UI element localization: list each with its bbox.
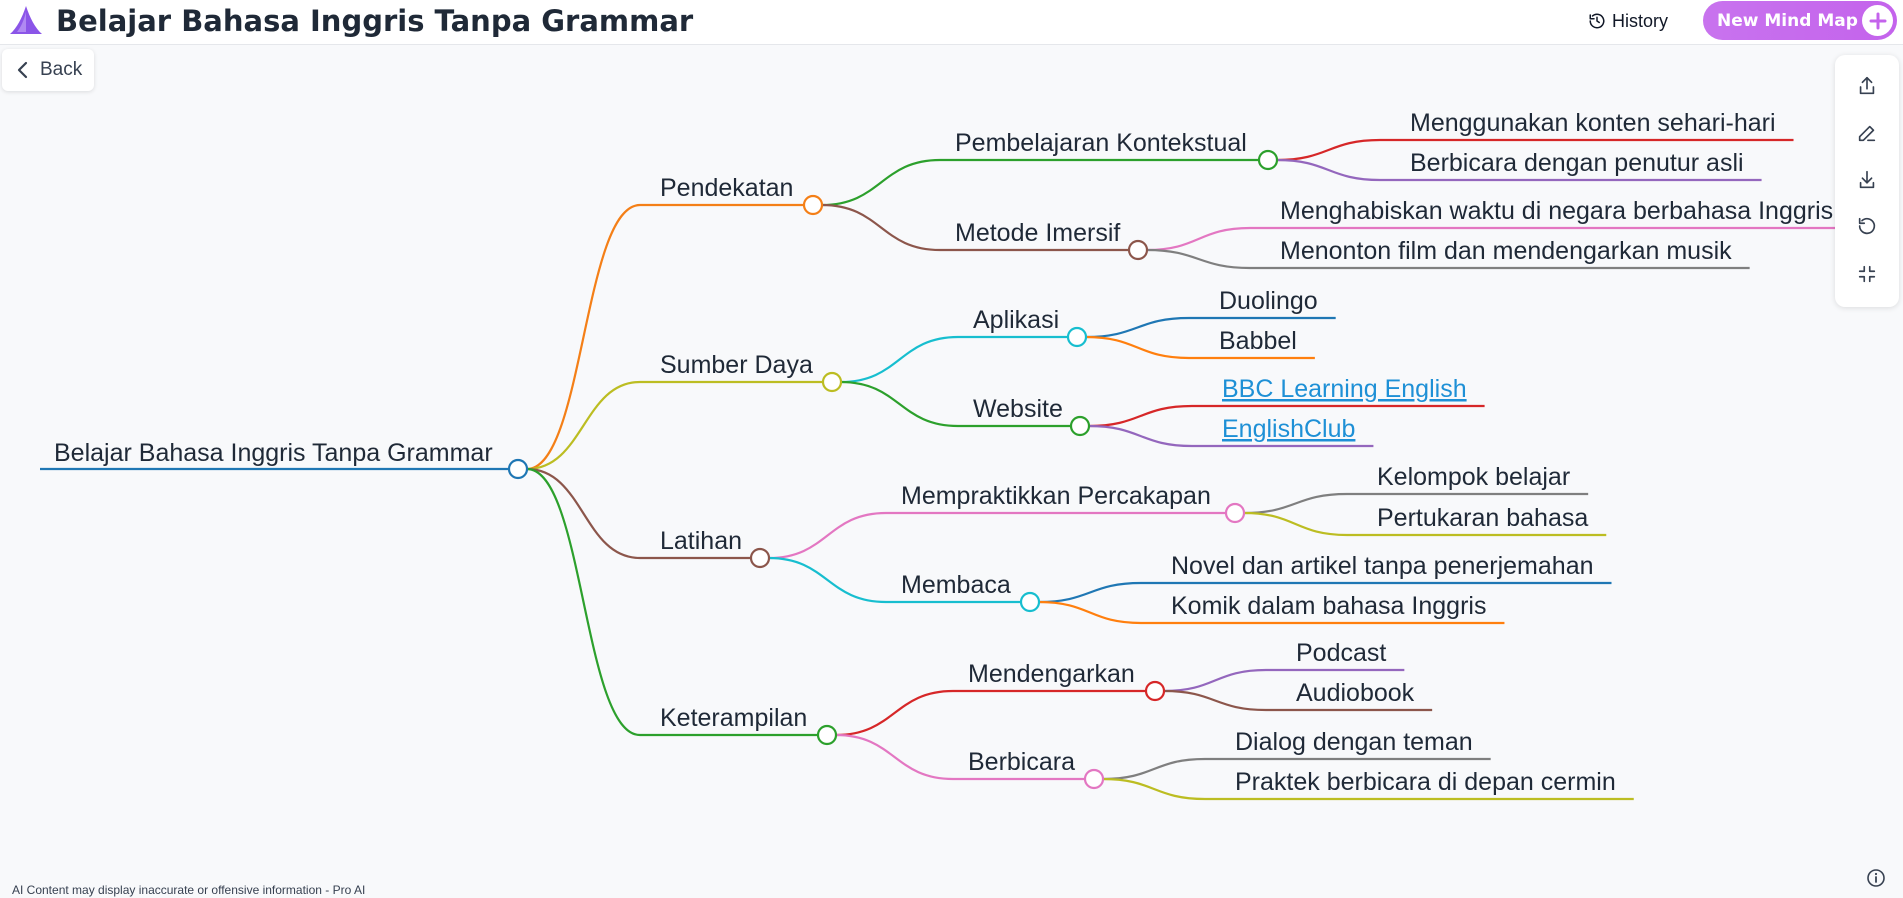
toggle-mendengarkan[interactable] (1144, 680, 1166, 702)
connector-audiobook (1163, 689, 1267, 712)
leaf-berbicara-dengan-penutur-asli: Berbicara dengan penutur asli (1410, 149, 1744, 177)
toggle-root[interactable] (507, 458, 529, 480)
info-icon[interactable] (1866, 868, 1886, 888)
connector-bbc-learning-english (1088, 404, 1193, 428)
edit-button[interactable] (1853, 119, 1881, 147)
topic-mendengarkan: Mendengarkan (968, 660, 1135, 688)
branch-sumber-daya: Sumber Daya (660, 351, 813, 379)
leaf-duolingo: Duolingo (1219, 287, 1318, 315)
mind-map-canvas: Belajar Bahasa Inggris Tanpa Grammar Pend… (40, 109, 1852, 801)
new-mind-map-label: New Mind Map (1717, 10, 1858, 31)
connector-novel-dan-artikel-tanpa-penerjemahan (1038, 581, 1142, 604)
leaf-podcast: Podcast (1296, 639, 1386, 667)
topic-mempraktikkan-percakapan: Mempraktikkan Percakapan (901, 482, 1211, 510)
toggle-berbicara[interactable] (1083, 768, 1105, 790)
root-node-label: Belajar Bahasa Inggris Tanpa Grammar (54, 439, 493, 467)
toggle-pendekatan[interactable] (802, 194, 824, 216)
connector-praktek-berbicara-di-depan-cermin (1102, 777, 1206, 801)
connector-menghabiskan-waktu-di-negara-berbahasa-inggris (1146, 226, 1251, 252)
connector-berbicara-dengan-penutur-asli (1276, 158, 1381, 182)
leaf-menonton-film-dan-mendengarkan-musik: Menonton film dan mendengarkan musik (1280, 237, 1732, 265)
connector-pertukaran-bahasa (1243, 511, 1348, 537)
toggle-website[interactable] (1069, 415, 1091, 437)
reset-icon (1858, 217, 1876, 235)
page-title: Belajar Bahasa Inggris Tanpa Grammar (56, 4, 694, 38)
collapse-button[interactable] (1853, 260, 1881, 288)
toggle-keterampilan[interactable] (816, 724, 838, 746)
connector-menonton-film-dan-mendengarkan-musik (1146, 248, 1251, 270)
branch-pendekatan: Pendekatan (660, 174, 793, 202)
reset-button[interactable] (1853, 212, 1881, 240)
history-label: History (1612, 10, 1669, 31)
topic-website: Website (973, 395, 1063, 423)
leaf-praktek-berbicara-di-depan-cermin: Praktek berbicara di depan cermin (1235, 768, 1616, 796)
share-button[interactable] (1853, 72, 1881, 100)
topic-berbicara: Berbicara (968, 748, 1075, 776)
map-toolbar (1835, 55, 1899, 307)
connector-pembelajaran-kontekstual (821, 158, 941, 207)
download-button[interactable] (1853, 166, 1881, 194)
connector-dialog-dengan-teman (1102, 757, 1206, 781)
connector-latihan (526, 467, 641, 560)
back-label: Back (40, 59, 83, 80)
leaf-menggunakan-konten-sehari-hari: Menggunakan konten sehari-hari (1410, 109, 1776, 137)
toggle-mempraktikkan-percakapan[interactable] (1224, 502, 1246, 524)
history-icon (1589, 13, 1605, 29)
connector-aplikasi (840, 335, 959, 384)
ai-disclaimer: AI Content may display inaccurate or off… (12, 883, 366, 897)
download-icon (1859, 170, 1875, 189)
leaf-dialog-dengan-teman: Dialog dengan teman (1235, 728, 1473, 756)
leaf-menghabiskan-waktu-di-negara-berbahasa-inggris: Menghabiskan waktu di negara berbahasa I… (1280, 197, 1833, 225)
history-button[interactable]: History (1588, 8, 1668, 34)
new-mind-map-button[interactable]: New Mind Map (1703, 1, 1897, 40)
leaf-komik-dalam-bahasa-inggris: Komik dalam bahasa Inggris (1171, 592, 1486, 620)
toggle-latihan[interactable] (749, 547, 771, 569)
app-header: Belajar Bahasa Inggris Tanpa Grammar His… (0, 0, 1903, 45)
connector-komik-dalam-bahasa-inggris (1038, 600, 1142, 625)
share-icon (1859, 76, 1875, 95)
collapse-icon (1858, 265, 1876, 283)
leaf-novel-dan-artikel-tanpa-penerjemahan: Novel dan artikel tanpa penerjemahan (1171, 552, 1594, 580)
connector-metode-imersif (821, 203, 941, 252)
toggle-sumber-daya[interactable] (821, 371, 843, 393)
back-button[interactable]: Back (2, 49, 94, 91)
leaf-pertukaran-bahasa: Pertukaran bahasa (1377, 504, 1588, 532)
topic-aplikasi: Aplikasi (973, 306, 1059, 334)
connector-duolingo (1085, 316, 1190, 339)
connector-pendekatan (526, 203, 641, 471)
connector-membaca (768, 556, 887, 604)
branch-latihan: Latihan (660, 527, 742, 555)
topic-metode-imersif: Metode Imersif (955, 219, 1120, 247)
leaf-babbel: Babbel (1219, 327, 1297, 355)
leaf-englishclub[interactable]: EnglishClub (1222, 415, 1355, 443)
connector-website (840, 380, 959, 428)
logo-icon (10, 6, 42, 34)
connector-menggunakan-konten-sehari-hari (1276, 138, 1381, 162)
toggle-membaca[interactable] (1019, 591, 1041, 613)
toggle-aplikasi[interactable] (1066, 326, 1088, 348)
connector-kelompok-belajar (1243, 492, 1348, 515)
edit-icon (1858, 125, 1876, 142)
leaf-kelompok-belajar: Kelompok belajar (1377, 463, 1570, 491)
connector-mempraktikkan-percakapan (768, 511, 887, 560)
leaf-bbc-learning-english[interactable]: BBC Learning English (1222, 375, 1467, 403)
connector-mendengarkan (835, 689, 954, 737)
leaf-audiobook: Audiobook (1296, 679, 1415, 707)
connector-englishclub (1088, 424, 1193, 448)
connector-keterampilan (526, 467, 641, 737)
connector-podcast (1163, 668, 1267, 693)
chevron-left-icon (17, 61, 28, 79)
connector-babbel (1085, 335, 1190, 360)
connector-sumber-daya (526, 380, 641, 471)
toggle-metode-imersif[interactable] (1127, 239, 1149, 261)
node-layer: Belajar Bahasa Inggris Tanpa Grammar Pend… (54, 109, 1833, 796)
branch-keterampilan: Keterampilan (660, 704, 807, 732)
connector-berbicara (835, 733, 954, 781)
topic-membaca: Membaca (901, 571, 1011, 599)
plus-icon (1862, 5, 1893, 36)
topic-pembelajaran-kontekstual: Pembelajaran Kontekstual (955, 129, 1247, 157)
toggle-pembelajaran-kontekstual[interactable] (1257, 149, 1279, 171)
connector-layer (40, 138, 1852, 801)
